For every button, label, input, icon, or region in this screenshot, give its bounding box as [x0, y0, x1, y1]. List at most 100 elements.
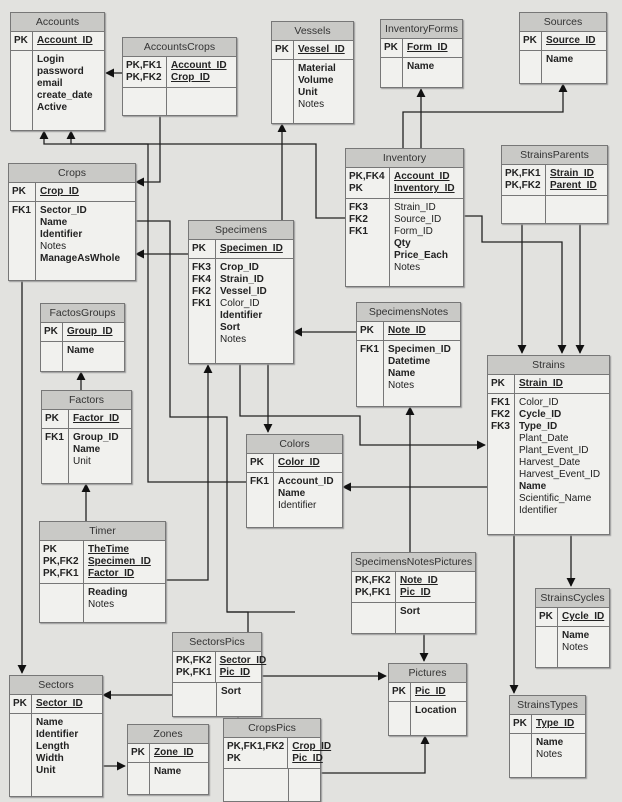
- field[interactable]: Vessel_ID: [220, 286, 267, 297]
- field[interactable]: Account_ID: [278, 476, 334, 487]
- primary-key-field[interactable]: Note_ID: [388, 325, 426, 336]
- field[interactable]: create_date: [37, 90, 93, 101]
- field[interactable]: Login: [37, 54, 65, 65]
- field[interactable]: Name: [278, 488, 306, 499]
- primary-key-field[interactable]: Crop_ID: [292, 741, 332, 752]
- primary-key-field[interactable]: Zone_ID: [154, 747, 194, 758]
- field[interactable]: Form_ID: [394, 226, 433, 237]
- primary-key-field[interactable]: Pic_ID: [400, 587, 431, 598]
- field[interactable]: Qty: [394, 238, 411, 249]
- field[interactable]: Strain_ID: [394, 202, 436, 213]
- field[interactable]: Reading: [88, 587, 128, 598]
- primary-key-field[interactable]: Sector_ID: [36, 698, 83, 709]
- field[interactable]: Strain_ID: [220, 274, 264, 285]
- field[interactable]: Identifier: [40, 229, 83, 240]
- field[interactable]: Harvest_Date: [519, 457, 581, 468]
- field[interactable]: Sector_ID: [40, 205, 87, 216]
- field[interactable]: Length: [36, 741, 70, 752]
- field[interactable]: Color_ID: [519, 397, 559, 408]
- field[interactable]: Plant_Event_ID: [519, 445, 589, 456]
- field[interactable]: Identifier: [220, 310, 263, 321]
- primary-key-field[interactable]: Inventory_ID: [394, 183, 455, 194]
- primary-key-field[interactable]: Cycle_ID: [562, 611, 605, 622]
- field[interactable]: Group_ID: [73, 432, 119, 443]
- field[interactable]: Name: [36, 717, 64, 728]
- field[interactable]: Source_ID: [394, 214, 442, 225]
- field[interactable]: Sort: [220, 322, 240, 333]
- primary-key-field[interactable]: Type_ID: [536, 718, 575, 729]
- field[interactable]: Unit: [36, 765, 56, 776]
- field[interactable]: Name: [40, 217, 68, 228]
- field[interactable]: Notes: [40, 241, 67, 252]
- field[interactable]: Name: [388, 368, 416, 379]
- primary-key-field[interactable]: Specimen_ID: [220, 243, 283, 254]
- field[interactable]: Price_Each: [394, 250, 448, 261]
- primary-key-field[interactable]: Account_ID: [171, 60, 227, 71]
- primary-key-field[interactable]: Pic_ID: [415, 686, 446, 697]
- field[interactable]: Name: [546, 54, 574, 65]
- field[interactable]: email: [37, 78, 63, 89]
- field[interactable]: Notes: [298, 99, 325, 110]
- primary-key-field[interactable]: TheTime: [88, 544, 129, 555]
- field[interactable]: password: [37, 66, 84, 77]
- field[interactable]: ManageAsWhole: [40, 253, 121, 264]
- field[interactable]: Notes: [388, 380, 415, 391]
- primary-key-field[interactable]: Sector_ID: [219, 655, 267, 666]
- field[interactable]: Name: [519, 481, 547, 492]
- field[interactable]: Crop_ID: [220, 262, 259, 273]
- primary-key-field[interactable]: Account_ID: [394, 171, 450, 182]
- field[interactable]: Width: [36, 753, 64, 764]
- field[interactable]: Scientific_Name: [519, 493, 592, 504]
- primary-key-field[interactable]: Factor_ID: [88, 568, 135, 579]
- field[interactable]: Name: [73, 444, 101, 455]
- field[interactable]: Material: [298, 63, 336, 74]
- field[interactable]: Identifier: [278, 500, 317, 511]
- field[interactable]: Cycle_ID: [519, 409, 562, 420]
- primary-key-field[interactable]: Strain_ID: [550, 168, 594, 179]
- primary-key-field[interactable]: Color_ID: [278, 457, 320, 468]
- field[interactable]: Name: [536, 737, 564, 748]
- field[interactable]: Identifier: [519, 505, 558, 516]
- field[interactable]: Notes: [220, 334, 247, 345]
- field[interactable]: Sort: [400, 606, 420, 617]
- field[interactable]: Notes: [536, 749, 563, 760]
- field[interactable]: Name: [67, 345, 95, 356]
- field[interactable]: Color_ID: [220, 298, 260, 309]
- field[interactable]: Notes: [394, 262, 421, 273]
- field[interactable]: Specimen_ID: [388, 344, 451, 355]
- field[interactable]: Notes: [562, 642, 589, 653]
- field[interactable]: Name: [407, 61, 435, 72]
- field[interactable]: Unit: [73, 456, 91, 467]
- field[interactable]: Notes: [88, 599, 115, 610]
- primary-key-field[interactable]: Factor_ID: [73, 413, 120, 424]
- primary-key-field[interactable]: Vessel_ID: [298, 44, 345, 55]
- field[interactable]: Name: [562, 630, 590, 641]
- field[interactable]: Plant_Date: [519, 433, 569, 444]
- primary-key-field[interactable]: Strain_ID: [519, 378, 563, 389]
- primary-key-field[interactable]: Specimen_ID: [88, 556, 151, 567]
- primary-key-field[interactable]: Group_ID: [67, 326, 113, 337]
- field[interactable]: Datetime: [388, 356, 431, 367]
- field[interactable]: Sort: [221, 686, 241, 697]
- primary-key-field[interactable]: Note_ID: [400, 575, 438, 586]
